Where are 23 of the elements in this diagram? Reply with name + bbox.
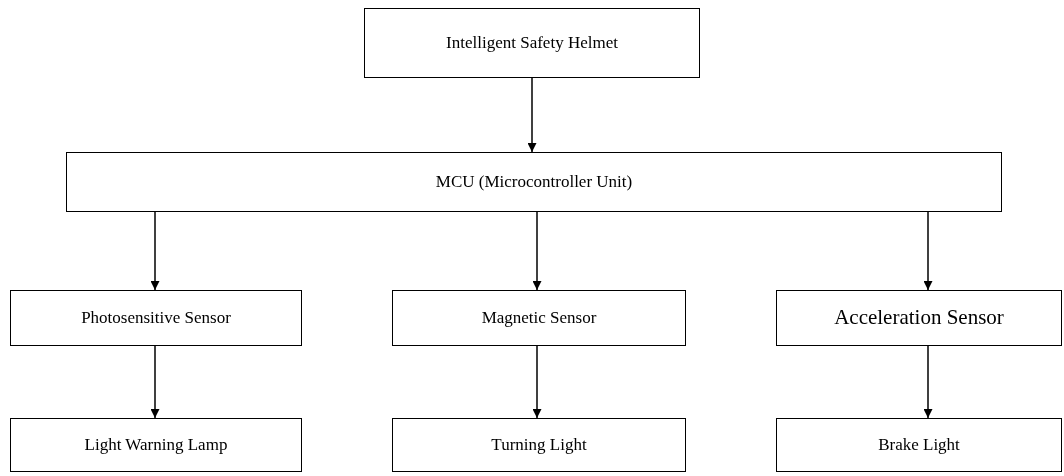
box-label: Intelligent Safety Helmet	[446, 32, 618, 54]
process-box	[392, 290, 686, 346]
box-label: Turning Light	[491, 434, 587, 456]
arrow	[532, 345, 542, 419]
box-label: Acceleration Sensor	[834, 305, 1004, 331]
box-label: Light Warning Lamp	[84, 434, 228, 456]
process-box	[776, 290, 1062, 346]
box-label: Photosensitive Sensor	[81, 307, 231, 329]
box-label: Brake Light	[878, 434, 960, 456]
process-box	[66, 152, 1002, 212]
arrow	[527, 77, 537, 153]
arrow	[923, 345, 933, 419]
process-box	[10, 290, 302, 346]
arrow	[532, 211, 542, 291]
process-box	[392, 418, 686, 472]
process-box	[776, 418, 1062, 472]
arrow	[150, 211, 160, 291]
arrow	[150, 345, 160, 419]
process-box	[364, 8, 700, 78]
box-label: Magnetic Sensor	[481, 307, 597, 329]
process-box	[10, 418, 302, 472]
box-label: MCU (Microcontroller Unit)	[435, 171, 633, 193]
arrow	[923, 211, 933, 291]
